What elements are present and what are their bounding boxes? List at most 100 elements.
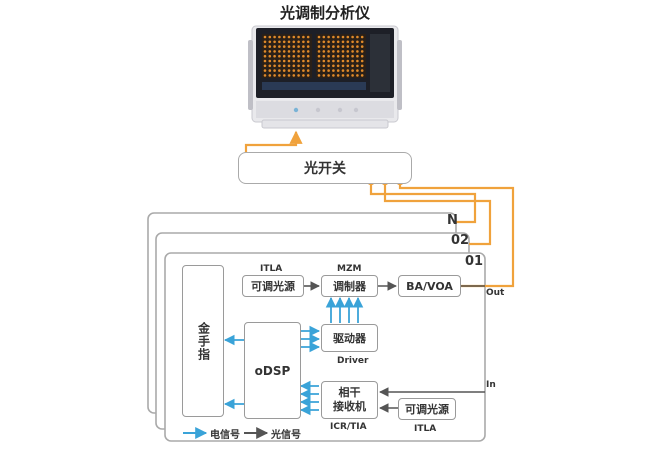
constellation-dot <box>360 59 364 63</box>
constellation-dot <box>341 64 345 68</box>
constellation-dot <box>302 59 305 63</box>
constellation-dot <box>356 74 359 77</box>
constellation-dot <box>332 40 335 44</box>
constellation-dot <box>268 40 272 44</box>
constellation-dot <box>263 59 267 63</box>
constellation-dot <box>278 64 281 68</box>
constellation-dot <box>287 54 291 58</box>
constellation-dot <box>346 74 350 77</box>
legend-electrical-label: 电信号 <box>210 430 240 441</box>
constellation-dot <box>282 45 286 48</box>
constellation-dot <box>268 59 272 63</box>
constellation-dot <box>297 64 300 68</box>
constellation-dot <box>346 64 350 68</box>
constellation-dot <box>322 59 326 63</box>
constellation-dot <box>332 64 335 68</box>
constellation-dot <box>327 59 330 63</box>
fiber-to-channel-02 <box>383 181 492 246</box>
constellation-dot <box>287 45 291 48</box>
constellation-dot <box>351 45 354 48</box>
constellation-dot <box>297 69 300 72</box>
constellation-dot <box>317 69 321 72</box>
constellation-dot <box>268 74 272 77</box>
driver-label: Driver <box>337 356 369 366</box>
icr-tia-label: ICR/TIA <box>330 422 367 432</box>
constellation-dot <box>322 40 326 44</box>
constellation-dot <box>336 50 340 53</box>
constellation-dot <box>322 54 326 58</box>
constellation-dot <box>360 45 364 48</box>
constellation-dot <box>351 69 354 72</box>
odsp-box: oDSP <box>244 322 301 419</box>
constellation-dot <box>346 45 350 48</box>
constellation-dot <box>297 59 300 63</box>
constellation-dot <box>268 45 272 48</box>
constellation-dot <box>346 50 350 53</box>
golden-finger-label: 金手指 <box>196 321 211 361</box>
constellation-dot <box>302 35 305 39</box>
constellation-dot <box>356 35 359 39</box>
constellation-dot <box>287 50 291 53</box>
analyzer-instrument <box>248 25 402 129</box>
constellation-dot <box>273 64 276 68</box>
tunable-source-rx-box: 可调光源 <box>398 398 456 420</box>
constellation-dot <box>282 64 286 68</box>
constellation-dot <box>356 45 359 48</box>
constellation-dot <box>360 35 364 39</box>
ba-voa-label: BA/VOA <box>406 279 453 293</box>
constellation-dot <box>332 54 335 58</box>
constellation-dot <box>341 35 345 39</box>
constellation-dot <box>278 69 281 72</box>
constellation-dot <box>287 74 291 77</box>
optical-switch-box: 光开关 <box>238 152 412 184</box>
constellation-dot <box>322 50 326 53</box>
constellation-dot <box>297 74 300 77</box>
constellation-dot <box>336 74 340 77</box>
constellation-dot <box>278 74 281 77</box>
constellation-dot <box>292 40 296 44</box>
constellation-dot <box>346 59 350 63</box>
constellation-dot <box>351 40 354 44</box>
constellation-dot <box>292 64 296 68</box>
channel-label-01: 01 <box>465 254 484 269</box>
constellation-dot <box>356 59 359 63</box>
constellation-dot <box>306 35 310 39</box>
constellation-dot <box>292 69 296 72</box>
constellation-dot <box>306 50 310 53</box>
constellation-dot <box>356 64 359 68</box>
constellation-dot <box>278 40 281 44</box>
coherent-receiver-line2: 接收机 <box>333 400 366 413</box>
constellation-dot <box>317 74 321 77</box>
constellation-dot <box>292 54 296 58</box>
optical-switch-label: 光开关 <box>304 161 346 177</box>
constellation-dot <box>302 74 305 77</box>
constellation-dot <box>263 50 267 53</box>
constellation-dot <box>336 54 340 58</box>
constellation-dot <box>356 69 359 72</box>
constellation-dot <box>302 50 305 53</box>
itla-rx-label: ITLA <box>414 424 437 434</box>
constellation-dot <box>306 74 310 77</box>
constellation-dot <box>306 54 310 58</box>
constellation-dot <box>341 74 345 77</box>
constellation-dot <box>292 35 296 39</box>
constellation-dot <box>263 64 267 68</box>
port-out-label: Out <box>486 288 505 298</box>
constellation-dot <box>292 50 296 53</box>
constellation-dot <box>332 59 335 63</box>
constellation-dot <box>346 40 350 44</box>
constellation-dot <box>306 59 310 63</box>
constellation-dot <box>341 45 345 48</box>
constellation-dot <box>346 35 350 39</box>
constellation-dot <box>317 50 321 53</box>
constellation-dot <box>273 50 276 53</box>
constellation-dot <box>317 54 321 58</box>
tunable-source-tx-label: 可调光源 <box>251 280 295 293</box>
tunable-source-tx-box: 可调光源 <box>242 275 304 297</box>
constellation-dot <box>351 35 354 39</box>
constellation-dot <box>292 74 296 77</box>
constellation-dot <box>332 74 335 77</box>
constellation-dot <box>278 54 281 58</box>
constellation-dot <box>302 69 305 72</box>
constellation-dot <box>332 50 335 53</box>
